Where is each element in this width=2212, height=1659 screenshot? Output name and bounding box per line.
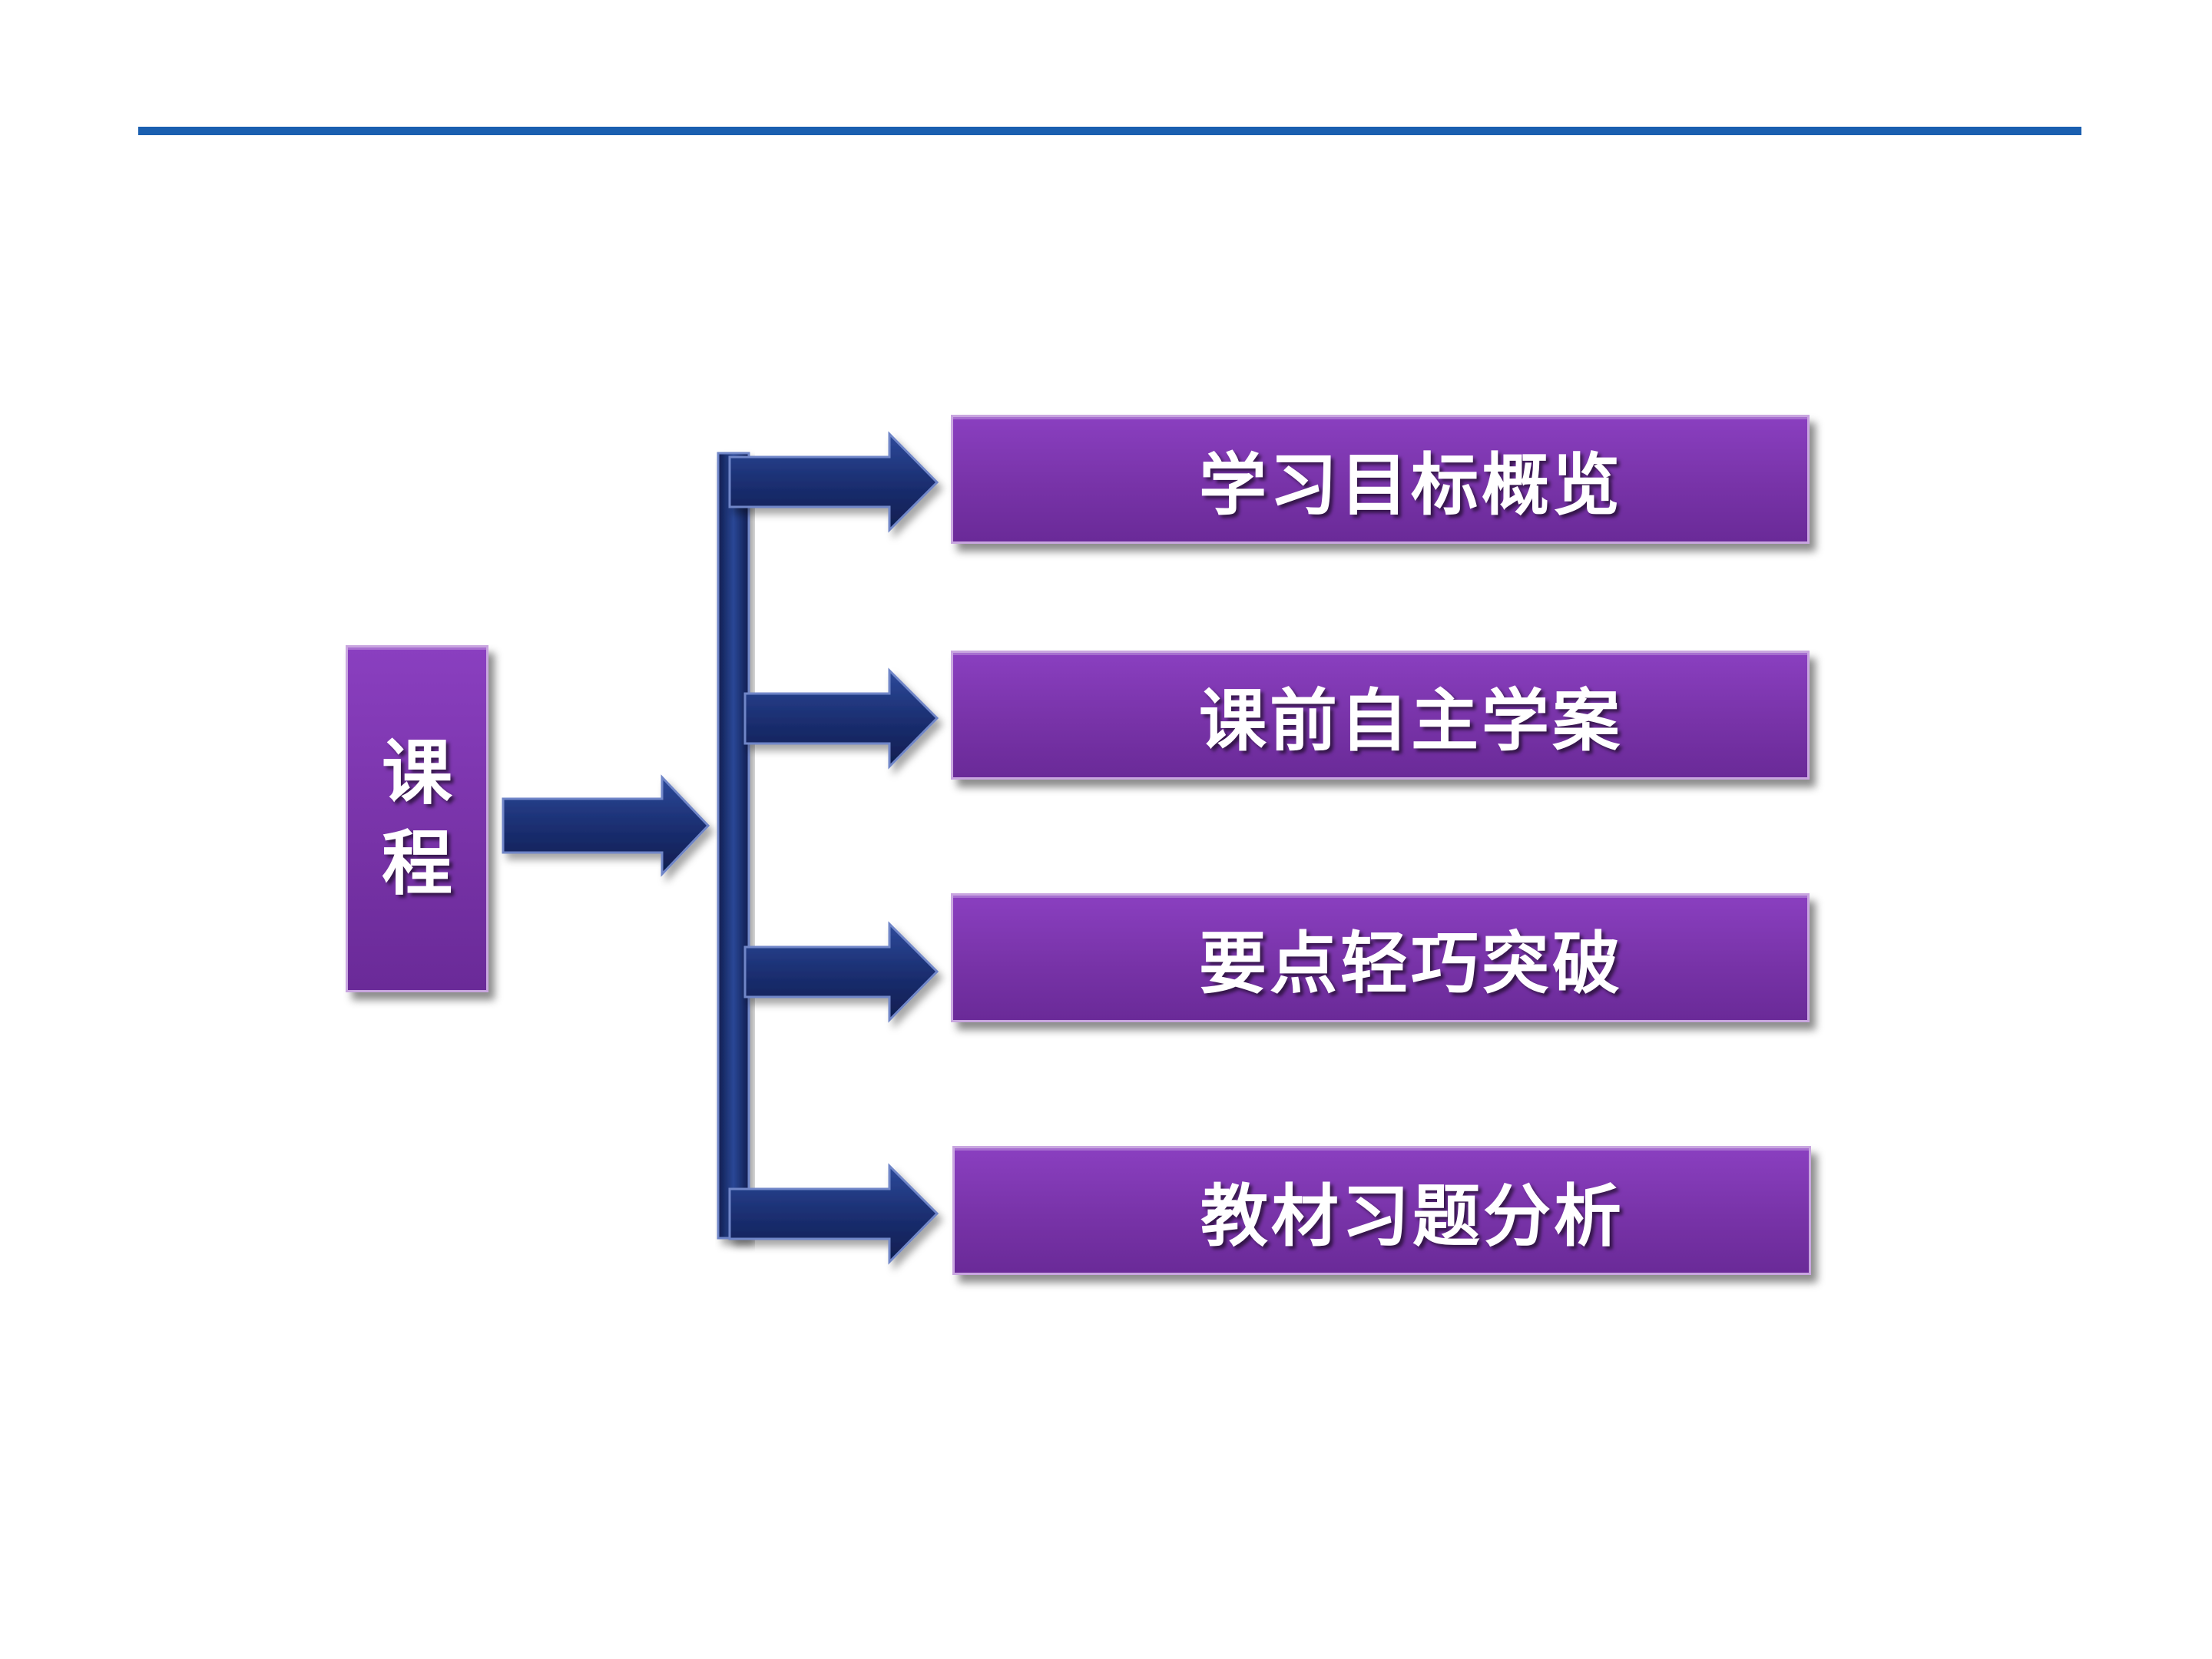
- menu-item-label: 要点轻巧突破: [1198, 923, 1623, 1003]
- header-rule: [138, 127, 2081, 135]
- menu-item-label: 学习目标概览: [1198, 445, 1623, 525]
- menu-item-pre-class-study[interactable]: 课前自主学案: [951, 651, 1810, 780]
- branch-arrow-0: [728, 431, 939, 533]
- menu-item-label: 教材习题分析: [1200, 1176, 1624, 1256]
- branch-arrow-2: [743, 921, 939, 1023]
- branch-arrow-1: [743, 667, 939, 770]
- main-arrow: [502, 774, 710, 877]
- course-box: 课程: [346, 645, 488, 992]
- vertical-connector-bar: [717, 452, 750, 1240]
- menu-item-textbook-exercises[interactable]: 教材习题分析: [952, 1146, 1811, 1275]
- menu-item-label: 课前自主学案: [1198, 680, 1623, 760]
- menu-item-key-points[interactable]: 要点轻巧突破: [951, 893, 1810, 1022]
- course-label: 课程: [381, 732, 452, 905]
- menu-item-learning-objectives[interactable]: 学习目标概览: [951, 415, 1810, 544]
- branch-arrow-3: [728, 1163, 939, 1265]
